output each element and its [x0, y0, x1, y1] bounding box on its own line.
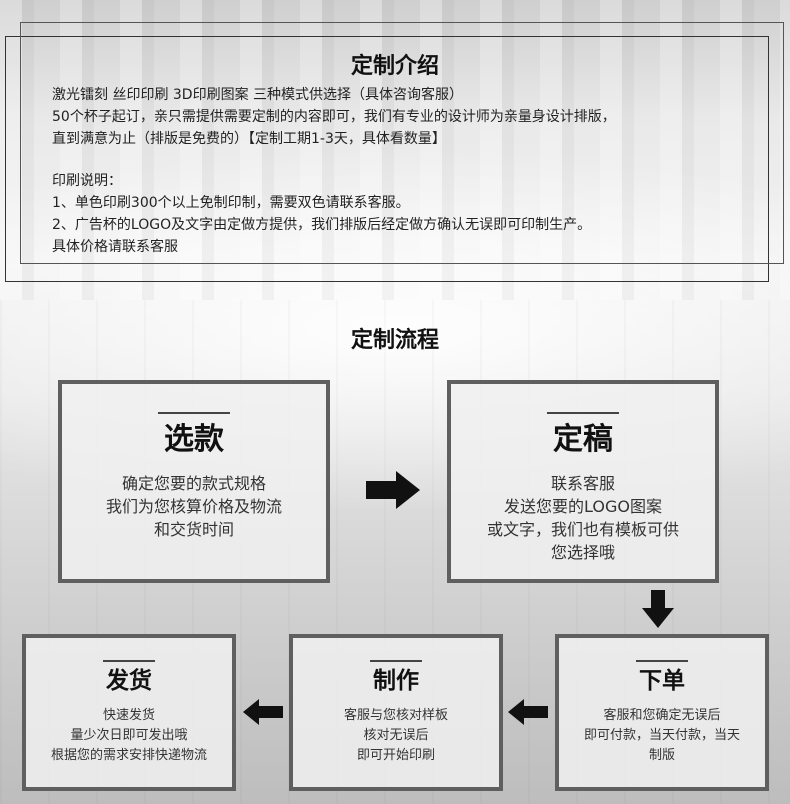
intro-body: 激光镭刻 丝印印刷 3D印刷图案 三种模式供选择（具体咨询客服） 50个杯子起订…	[52, 84, 762, 258]
arrow-right-icon	[366, 471, 420, 509]
step-title: 定稿	[553, 422, 613, 457]
arrow-down-icon	[642, 590, 674, 628]
background-pillars	[0, 0, 790, 300]
step-line: 快速发货	[102, 708, 155, 723]
step-line: 客服与您核对样板	[343, 708, 448, 723]
intro-line: 50个杯子起订，亲只需提供需要定制的内容即可，我们有专业的设计师为亲量身设计排版…	[52, 109, 616, 125]
step-description: 客服与您核对样板 核对无误后 即可开始印刷	[293, 706, 499, 766]
step-line: 制版	[648, 748, 675, 763]
step-line: 核对无误后	[363, 728, 429, 743]
step-line: 联系客服	[550, 474, 615, 493]
step-line: 量少次日即可发出哦	[70, 728, 188, 743]
price-note: 具体价格请联系客服	[52, 239, 178, 255]
print-heading: 印刷说明：	[52, 173, 122, 189]
step-title: 选款	[164, 422, 224, 457]
step-line: 客服和您确定无误后	[603, 708, 721, 723]
step-rule	[547, 412, 619, 414]
print-note: 1、单色印刷300个以上免制印制，需要双色请联系客服。	[52, 195, 410, 211]
step-finalize-design: 定稿 联系客服 发送您要的LOGO图案 或文字，我们也有模板可供 您选择哦	[447, 380, 719, 583]
step-description: 快速发货 量少次日即可发出哦 根据您的需求安排快递物流	[26, 706, 232, 766]
intro-frame-inner	[20, 22, 784, 264]
intro-line: 直到满意为止（排版是免费的）【定制工期1-3天，具体看数量】	[52, 131, 446, 147]
intro-title: 定制介绍	[350, 54, 439, 79]
step-line: 确定您要的款式规格	[121, 474, 266, 493]
step-production: 制作 客服与您核对样板 核对无误后 即可开始印刷	[289, 634, 503, 791]
step-title: 下单	[639, 668, 685, 694]
step-rule	[103, 660, 155, 662]
intro-frame-outer	[5, 36, 769, 282]
step-description: 确定您要的款式规格 我们为您核算价格及物流 和交货时间	[62, 472, 326, 541]
step-line: 发送您要的LOGO图案	[504, 497, 662, 516]
print-note: 2、广告杯的LOGO及文字由定做方提供，我们排版后经定做方确认无误即可印制生产。	[52, 217, 592, 233]
step-title: 制作	[373, 668, 419, 694]
step-line: 根据您的需求安排快递物流	[50, 748, 207, 763]
step-rule	[158, 412, 230, 414]
step-line: 即可付款，当天付款，当天	[583, 728, 740, 743]
step-place-order: 下单 客服和您确定无误后 即可付款，当天付款，当天 制版	[555, 634, 769, 791]
process-title: 定制流程	[350, 328, 439, 353]
step-line: 您选择哦	[550, 543, 615, 562]
step-line: 即可开始印刷	[356, 748, 435, 763]
step-shipping: 发货 快速发货 量少次日即可发出哦 根据您的需求安排快递物流	[22, 634, 236, 791]
step-line: 我们为您核算价格及物流	[105, 497, 282, 516]
step-line: 和交货时间	[153, 520, 234, 539]
arrow-left-icon	[508, 699, 548, 725]
arrow-left-icon	[243, 699, 283, 725]
step-line: 或文字，我们也有模板可供	[486, 520, 679, 539]
step-rule	[370, 660, 422, 662]
step-rule	[636, 660, 688, 662]
intro-line: 激光镭刻 丝印印刷 3D印刷图案 三种模式供选择（具体咨询客服）	[52, 87, 464, 103]
step-title: 发货	[106, 668, 152, 694]
step-description: 客服和您确定无误后 即可付款，当天付款，当天 制版	[559, 706, 765, 766]
step-select-style: 选款 确定您要的款式规格 我们为您核算价格及物流 和交货时间	[58, 380, 330, 583]
step-description: 联系客服 发送您要的LOGO图案 或文字，我们也有模板可供 您选择哦	[451, 472, 715, 564]
